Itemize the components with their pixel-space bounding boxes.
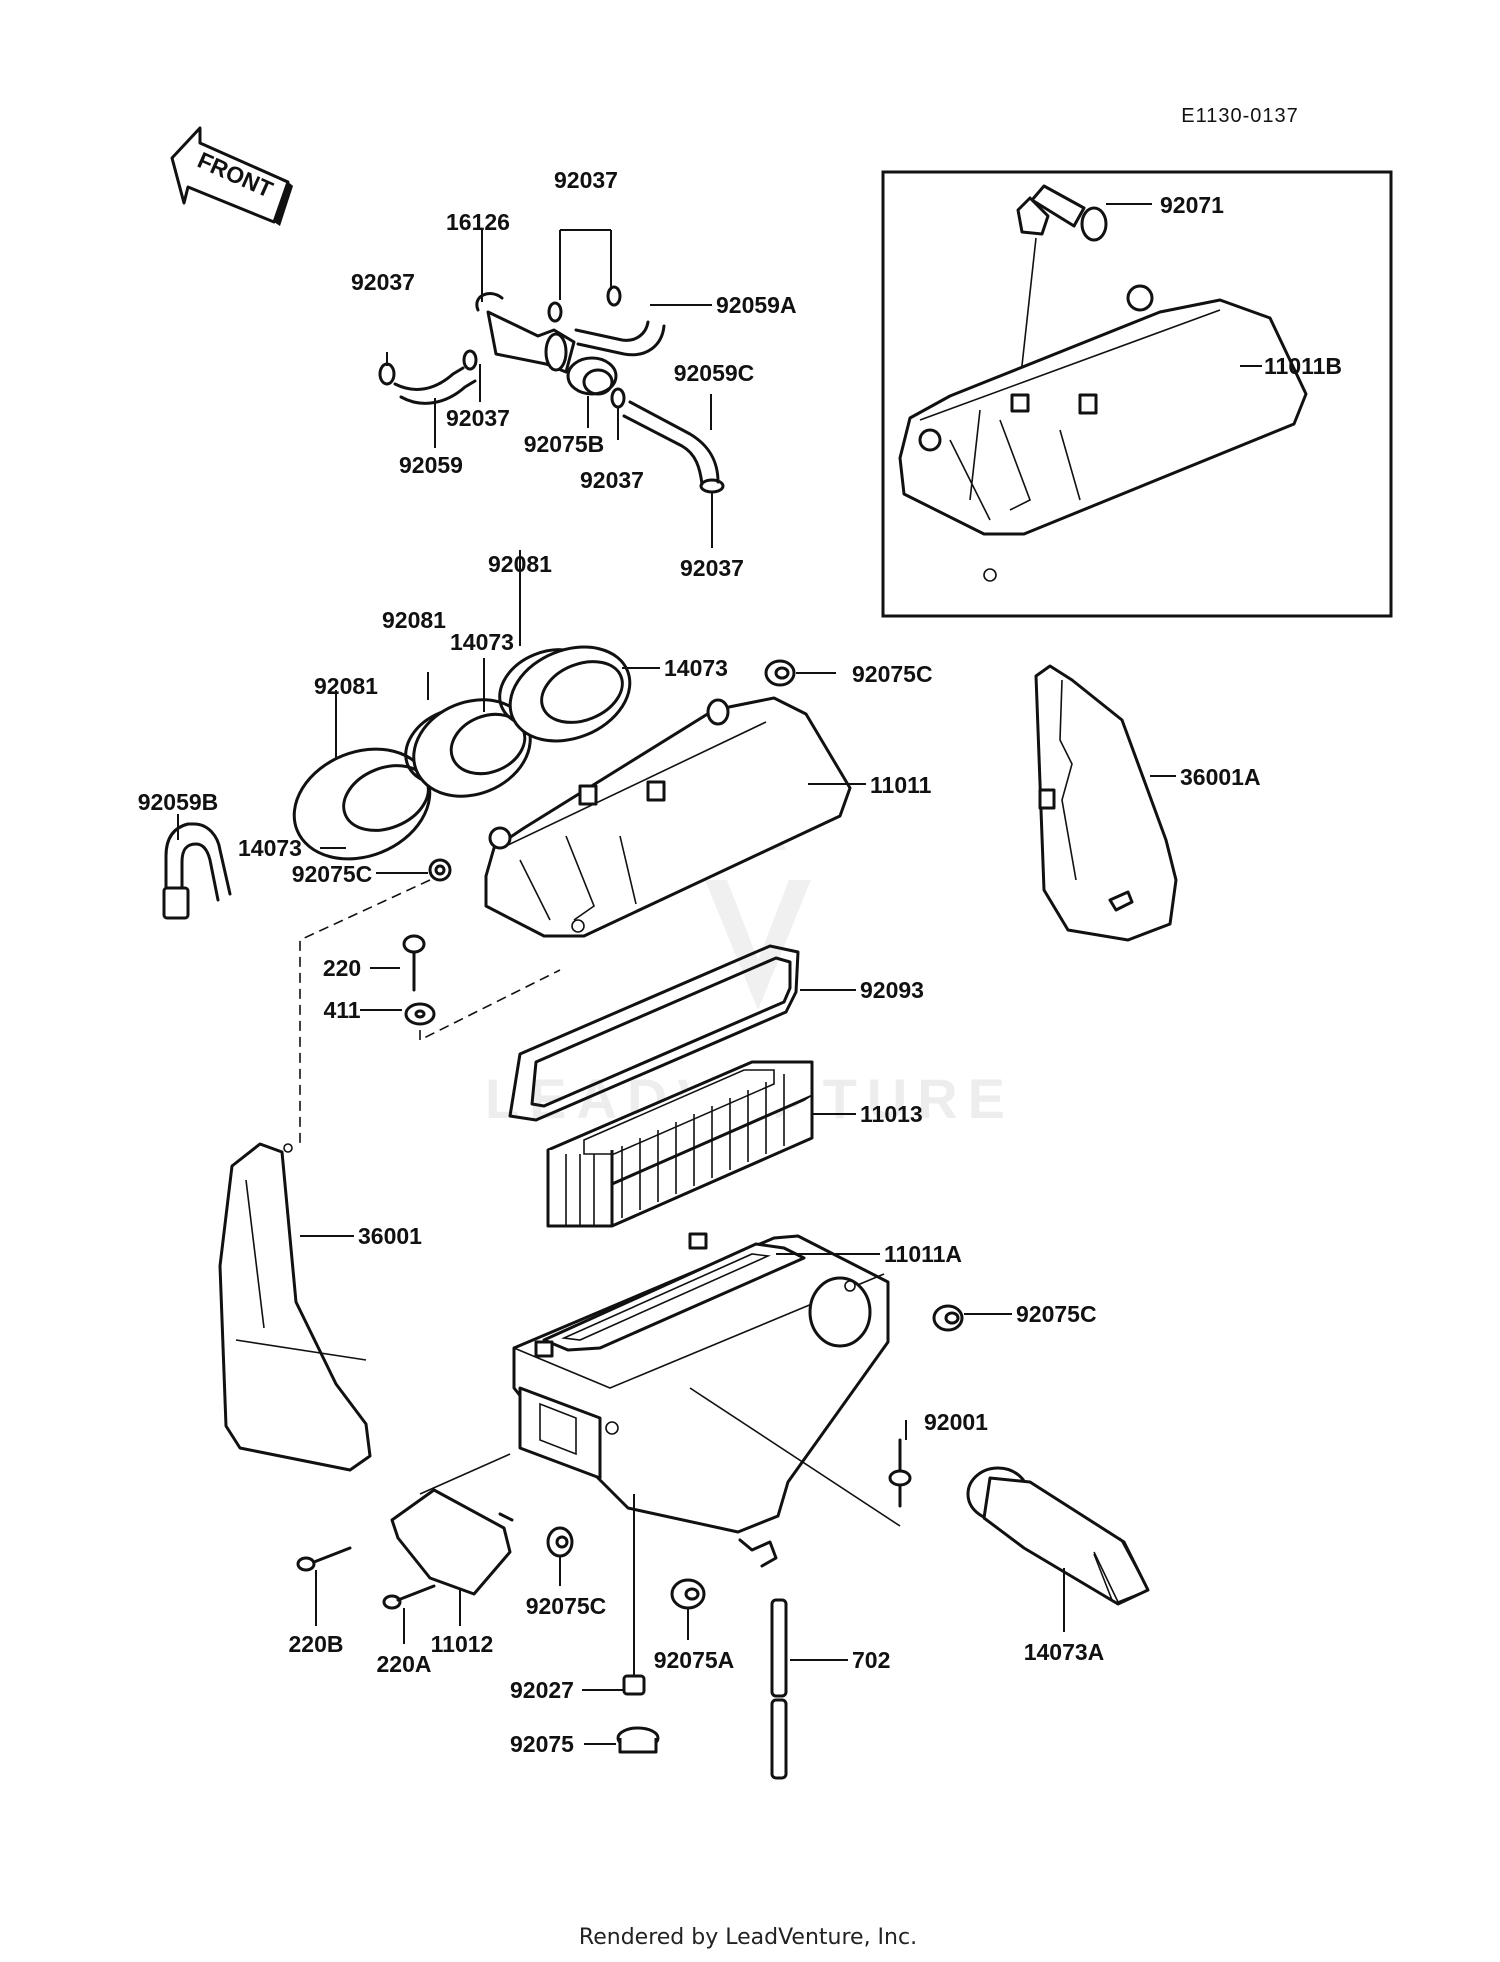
label-36001A: 36001A [1180,764,1261,790]
air-cleaner-cover-11011B [898,284,1308,582]
label-92075A: 92075A [654,1647,735,1673]
label-92037: 92037 [554,167,618,193]
front-arrow-icon: FRONT [170,126,293,226]
label-92059A: 92059A [716,292,797,318]
label-92001: 92001 [924,1409,988,1435]
clip-92037 [699,478,725,494]
label-220A: 220A [377,1651,432,1677]
intake-boots [292,550,660,861]
part-labels: 92037 16126 92037 92059A 92059C 92037 92… [138,167,1342,1757]
label-11012: 11012 [431,1631,494,1657]
side-cover-36001A [1034,664,1178,942]
breather-hose-assembly [378,229,725,548]
plug-92075 [584,1726,660,1754]
grommet-92075C-top [764,659,836,687]
label-92037: 92037 [580,467,644,493]
label-16126: 16126 [446,209,510,235]
label-92071: 92071 [1160,192,1224,218]
air-cleaner-housing-11011A [512,1232,901,1568]
cap-92027 [582,1494,646,1696]
grommet-92075A [670,1578,706,1640]
clip-92037 [378,362,396,386]
elbow-92071 [1016,184,1152,403]
diagram-code: E1130-0137 [1181,105,1299,127]
grommet-92075B [566,356,618,428]
footer-credit: Rendered by LeadVenture, Inc. [579,1925,917,1950]
valve-16126 [475,230,576,374]
label-14073: 14073 [664,655,728,681]
label-11013: 11013 [860,1101,923,1127]
screw-220A [382,1584,436,1644]
label-14073A: 14073A [1024,1639,1105,1665]
label-92059B: 92059B [138,789,219,815]
clip-92037 [610,387,626,409]
hose-92059C [622,400,720,486]
label-92037: 92037 [446,405,510,431]
label-92037: 92037 [680,555,744,581]
label-92059C: 92059C [674,360,755,386]
washer-411 [360,969,561,1042]
hose-92059A [574,320,666,357]
label-14073: 14073 [450,629,514,655]
label-92075C: 92075C [1016,1301,1097,1327]
intake-duct-14073A [966,1466,1150,1632]
grommet-92075C-bottom [546,1526,574,1586]
label-92037: 92037 [351,269,415,295]
bolt-220 [370,934,426,992]
screw-220B [296,1546,352,1626]
gasket-92093 [508,944,856,1122]
boot-14073-left [292,747,432,861]
bolt-92001 [888,1420,912,1508]
cover-plate-11012 [390,1453,514,1626]
label-92081: 92081 [382,607,446,633]
boot-14073-right [498,645,632,743]
label-36001: 36001 [358,1223,422,1249]
hose-92059B [162,814,232,920]
label-92081: 92081 [314,673,378,699]
air-cleaner-cover-11011 [484,696,866,938]
clip-92037 [606,285,622,307]
inset-box [881,170,1393,618]
label-220: 220 [323,955,361,981]
drain-tube-702 [770,1598,848,1780]
side-cover-36001 [218,1142,372,1472]
label-92075C: 92075C [526,1593,607,1619]
label-11011: 11011 [870,772,932,798]
label-92059: 92059 [399,452,463,478]
label-92075B: 92075B [524,431,605,457]
label-92075C: 92075C [852,661,933,687]
label-92075C: 92075C [292,861,373,887]
label-11011A: 11011A [884,1241,962,1267]
label-220B: 220B [289,1631,344,1657]
label-92093: 92093 [860,977,924,1003]
clip-92037 [462,349,478,371]
label-702: 702 [852,1647,890,1673]
label-411: 411 [323,997,360,1023]
label-92081: 92081 [488,551,552,577]
air-filter-11013 [546,1060,856,1228]
label-92075: 92075 [510,1731,574,1757]
grommet-92075C-right [932,1304,1012,1332]
hose-92059 [393,366,477,405]
label-92027: 92027 [510,1677,574,1703]
grommet-92075C-left [299,858,452,1148]
clip-92037 [547,301,563,323]
label-14073: 14073 [238,835,302,861]
label-11011B: 11011B [1264,353,1342,379]
